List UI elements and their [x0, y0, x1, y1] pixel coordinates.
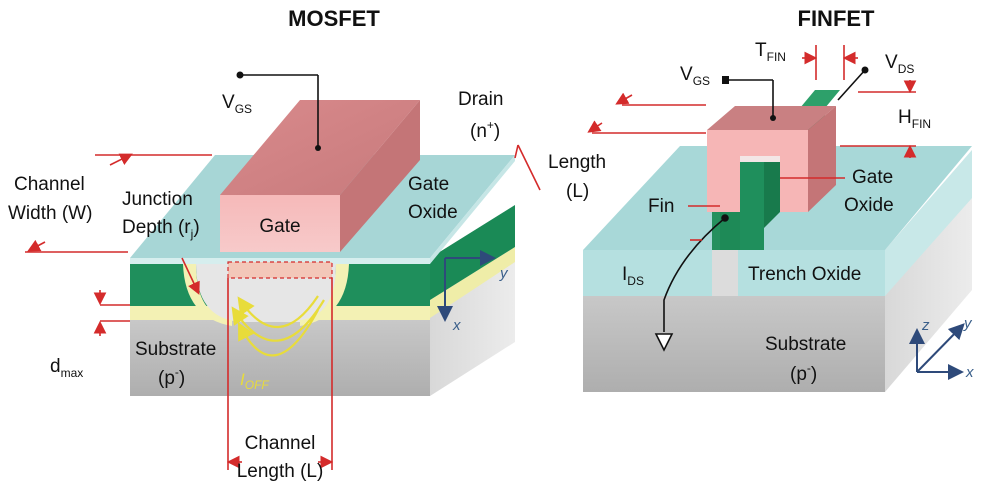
mosfet-junction-right: [300, 264, 349, 326]
mosfet-annotations: [25, 144, 541, 470]
mosfet-oxide-edge-side: [430, 155, 515, 264]
channel-length-label-2: Length (L): [237, 461, 324, 482]
mosfet-substrate-label-2: (p-): [158, 365, 185, 389]
finfet-gate-oxide: [740, 156, 780, 162]
channel-width-label-1: Channel: [14, 174, 85, 195]
finfet-substrate-front: [583, 296, 885, 392]
mosfet-substrate-label-1: Substrate: [135, 339, 216, 360]
length-label-2: (L): [566, 181, 589, 202]
ioff-label: IOFF: [240, 370, 269, 392]
ids-label: IDS: [622, 264, 644, 288]
trench-oxide-label: Trench Oxide: [748, 264, 861, 285]
mosfet-gate-front: [220, 195, 340, 252]
gate-oxide-label-1: Gate: [408, 174, 449, 195]
finfet-annotations: [587, 45, 917, 241]
tfin-label: TFIN: [755, 40, 786, 64]
mosfet-gate-side: [340, 100, 420, 252]
finfet-ground-wire: [654, 214, 729, 352]
finfet-substrate-label-2: (p-): [790, 361, 817, 385]
finfet-diagram: FINFET VGS TFIN VDS HFIN Length (L) Fin …: [548, 6, 974, 392]
finfet-axis-z-label: z: [921, 317, 930, 334]
channel-length-label-1: Channel: [245, 433, 316, 454]
vds-label: VDS: [885, 52, 914, 76]
mosfet-diagram: MOSFET VGS Drain (n+) Channel Width (W) …: [8, 6, 541, 482]
drain-label: Drain: [458, 89, 503, 110]
mosfet-substrate-front: [130, 320, 430, 396]
hfin-label: HFIN: [898, 107, 931, 131]
mosfet-drain-side: [430, 205, 515, 300]
finfet-gate-front: [707, 130, 808, 212]
fin-label: Fin: [648, 196, 674, 217]
mosfet-title: MOSFET: [288, 6, 380, 31]
mosfet-vgs-label: VGS: [222, 92, 252, 116]
mosfet-channel-region: [227, 261, 333, 279]
channel-width-label-2: Width (W): [8, 203, 92, 224]
finfet-axis-y-label: y: [963, 315, 973, 332]
mosfet-axis-y-label: y: [499, 265, 509, 282]
finfet-title: FINFET: [798, 6, 876, 31]
fin-body: [740, 162, 764, 250]
junction-depth-label-2: Depth (rj): [122, 217, 200, 241]
finfet-gate-oxide-label-2: Oxide: [844, 195, 894, 216]
gate-oxide-label-2: Oxide: [408, 202, 458, 223]
finfet-vgs-wire: [722, 76, 776, 121]
ioff-leakage-arrows: [231, 295, 325, 357]
finfet-substrate-label-1: Substrate: [765, 334, 846, 355]
mosfet-junction-left: [183, 264, 232, 326]
length-label-1: Length: [548, 152, 606, 173]
mosfet-axis-x-label: x: [452, 317, 461, 334]
finfet-axis: [909, 323, 965, 380]
finfet-gate-side: [808, 106, 836, 212]
mosfet-axis: [437, 250, 496, 322]
dmax-label: dmax: [50, 356, 83, 380]
junction-depth-label-1: Junction: [122, 189, 193, 210]
fin-body-side: [764, 162, 780, 228]
mosfet-oxide-edge: [130, 258, 430, 264]
drain-type-label: (n+): [470, 118, 500, 142]
trench-oxide-side: [885, 150, 972, 296]
fin-top-back: [800, 90, 840, 108]
finfet-gate-oxide-label-1: Gate: [852, 167, 893, 188]
finfet-axis-x-label: x: [965, 364, 974, 381]
finfet-vds-wire: [837, 66, 869, 101]
mosfet-vgs-wire: [236, 71, 321, 151]
gate-label: Gate: [259, 216, 300, 237]
finfet-vgs-label: VGS: [680, 64, 710, 88]
fin-stem: [712, 250, 738, 296]
